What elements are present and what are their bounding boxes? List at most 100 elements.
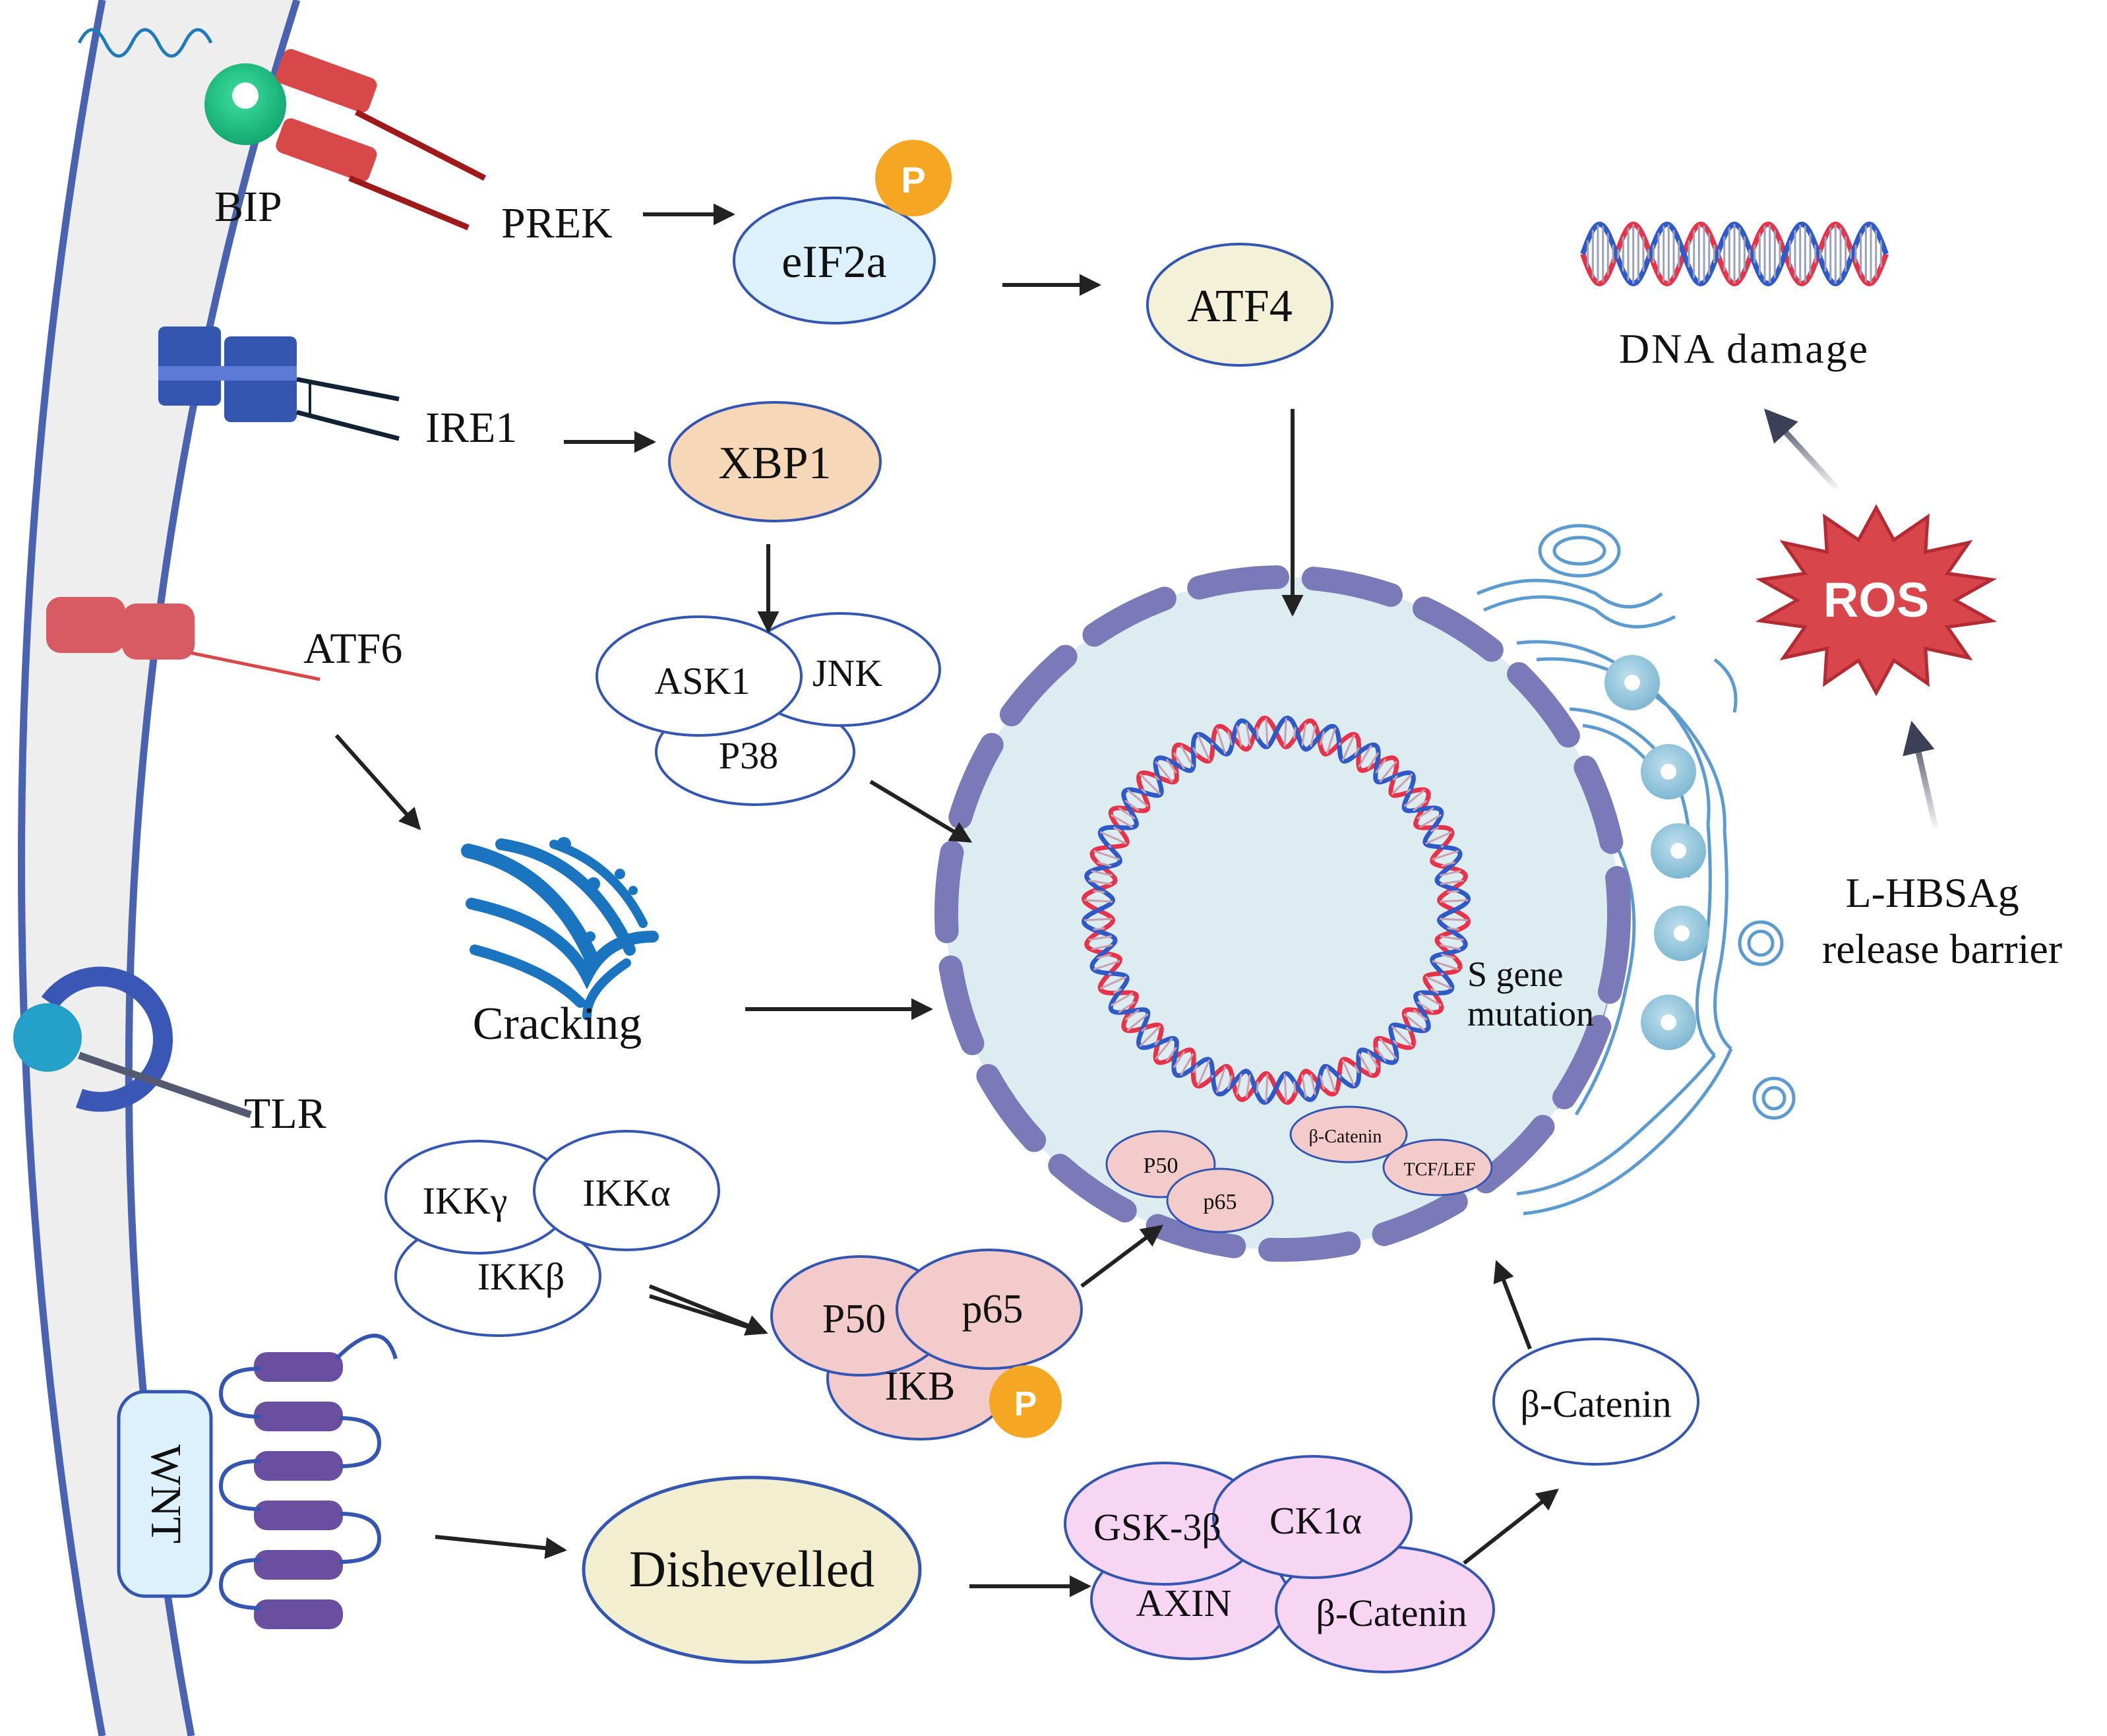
wnt-label: WNT: [142, 1444, 190, 1543]
dna-rung: [1319, 731, 1326, 746]
atf6-label: ATF6: [303, 625, 402, 673]
jnk-label: JNK: [812, 652, 882, 695]
eif2a-label: eIF2a: [781, 237, 886, 288]
dna-rung: [1108, 972, 1112, 976]
dna-rung: [1419, 992, 1442, 1007]
phosphate-icon: P: [989, 1365, 1062, 1438]
ikk-complex: IKKγ IKKα IKKβ: [384, 1130, 720, 1337]
dna-rung: [1245, 722, 1251, 747]
destruction-complex: GSK-3β CK1α AXIN β-Catenin: [1064, 1455, 1495, 1673]
dna-helix-icon: [1081, 715, 1471, 1105]
dna-rung: [1425, 976, 1453, 990]
dna-rung: [1118, 1001, 1136, 1014]
atf6-receptor: [46, 597, 321, 681]
dna-rung: [1126, 789, 1149, 807]
dishevelled-label: Dishevelled: [629, 1540, 875, 1597]
dna-rung: [1301, 722, 1307, 747]
atf4-node: ATF4: [1146, 243, 1333, 367]
dna-damage-icon: [1580, 221, 1889, 287]
dna-rung: [1084, 899, 1113, 903]
dna-rung: [1215, 727, 1227, 755]
dna-rung: [1088, 879, 1113, 885]
dna-rung: [1211, 742, 1214, 746]
dna-rung: [1093, 960, 1120, 971]
dna-rung: [1374, 759, 1387, 774]
dna-rung: [1099, 830, 1127, 845]
tlr-receptor: [13, 966, 252, 1119]
dna-rung: [1338, 1074, 1341, 1078]
dna-rung: [1215, 1066, 1227, 1094]
nuclear-tcf-complex: β-Catenin TCF/LEF: [1289, 1105, 1493, 1196]
dna-rung: [1447, 927, 1459, 931]
dna-rung: [1192, 1064, 1198, 1074]
dna-rung: [1165, 1047, 1178, 1062]
nfkb-ikb-complex: P50 p65 IKB: [770, 1249, 1083, 1441]
dna-rung: [1440, 879, 1464, 885]
dna-rung: [1227, 1074, 1233, 1090]
dna-rung: [1403, 789, 1426, 807]
gsk3b-label: GSK-3β: [1093, 1506, 1221, 1549]
ros-arrows: [1763, 408, 1939, 828]
dna-rung: [1419, 814, 1442, 828]
ribosome-icon: [1604, 655, 1709, 1050]
dna-rung: [1430, 988, 1440, 995]
dna-rung: [1088, 935, 1113, 941]
ire1-receptor: [158, 326, 400, 441]
dna-rung: [1354, 1064, 1360, 1074]
dna-rung: [1440, 899, 1469, 903]
dna-rung: [1118, 807, 1136, 820]
dna-rung: [1326, 727, 1337, 755]
eif2a-node: eIF2a: [733, 197, 936, 325]
dna-rung: [1236, 725, 1242, 747]
nuclear-beta-catenin-label: β-Catenin: [1309, 1127, 1382, 1147]
lhbsag-label-line1: L-HBSAg: [1845, 869, 2019, 916]
phosphate-icon: P: [875, 140, 952, 216]
dna-rung: [1173, 1051, 1186, 1069]
free-beta-catenin-label: β-Catenin: [1520, 1382, 1671, 1425]
dna-rung: [1093, 927, 1105, 931]
phosphate-label-ikb: P: [1014, 1385, 1037, 1423]
ikk-beta-label: IKKβ: [477, 1255, 565, 1298]
dna-rung: [1310, 725, 1316, 747]
dna-rung: [1379, 760, 1397, 783]
ikb-label: IKB: [885, 1364, 956, 1409]
dna-rung: [1283, 1074, 1287, 1103]
dna-rung: [1366, 752, 1380, 770]
dna-rung: [1236, 1073, 1242, 1096]
dna-rung: [1126, 1013, 1149, 1032]
lhbsag-label-line2: release barrier: [1822, 925, 2062, 972]
dna-rung: [1432, 960, 1459, 971]
dishevelled-node: Dishevelled: [582, 1475, 922, 1664]
axin-label: AXIN: [1136, 1582, 1232, 1625]
dna-rung: [1099, 976, 1127, 990]
dna-rung: [1256, 1081, 1260, 1094]
dna-rung: [1354, 747, 1360, 757]
prek-receptor: [77, 28, 487, 231]
xbp1-node: XBP1: [668, 401, 882, 522]
dna-rung: [1379, 1038, 1397, 1060]
dna-rung: [1319, 1074, 1326, 1090]
ck1a-label: CK1α: [1269, 1499, 1362, 1542]
dna-rung: [1227, 731, 1233, 746]
s-gene-label-line2: mutation: [1467, 994, 1594, 1034]
arrow-atf6-to-golgi: [334, 734, 421, 830]
golgi-icon: [461, 837, 659, 1020]
dna-rung: [1447, 890, 1459, 894]
dna-rung: [1165, 759, 1178, 774]
wnt-ligand: WNT: [117, 1390, 213, 1598]
ask1-label: ASK1: [654, 660, 750, 702]
mapk-complex: ASK1 JNK P38: [595, 612, 941, 806]
dna-rung: [1374, 1047, 1387, 1062]
s-gene-label-line1: S gene: [1467, 954, 1563, 994]
dna-rung: [1154, 1039, 1160, 1046]
ikk-gamma-label: IKKγ: [423, 1179, 508, 1222]
dna-rung: [1403, 1013, 1426, 1032]
dna-rung: [1091, 944, 1113, 950]
dna-rung: [1093, 890, 1105, 894]
dna-rung: [1432, 850, 1459, 861]
p50-label: P50: [822, 1297, 886, 1342]
dna-rung: [1196, 733, 1211, 761]
atf4-label: ATF4: [1187, 281, 1292, 332]
dna-rung: [1110, 992, 1134, 1007]
arrow-complex-to-beta-catenin: [1463, 1488, 1559, 1565]
